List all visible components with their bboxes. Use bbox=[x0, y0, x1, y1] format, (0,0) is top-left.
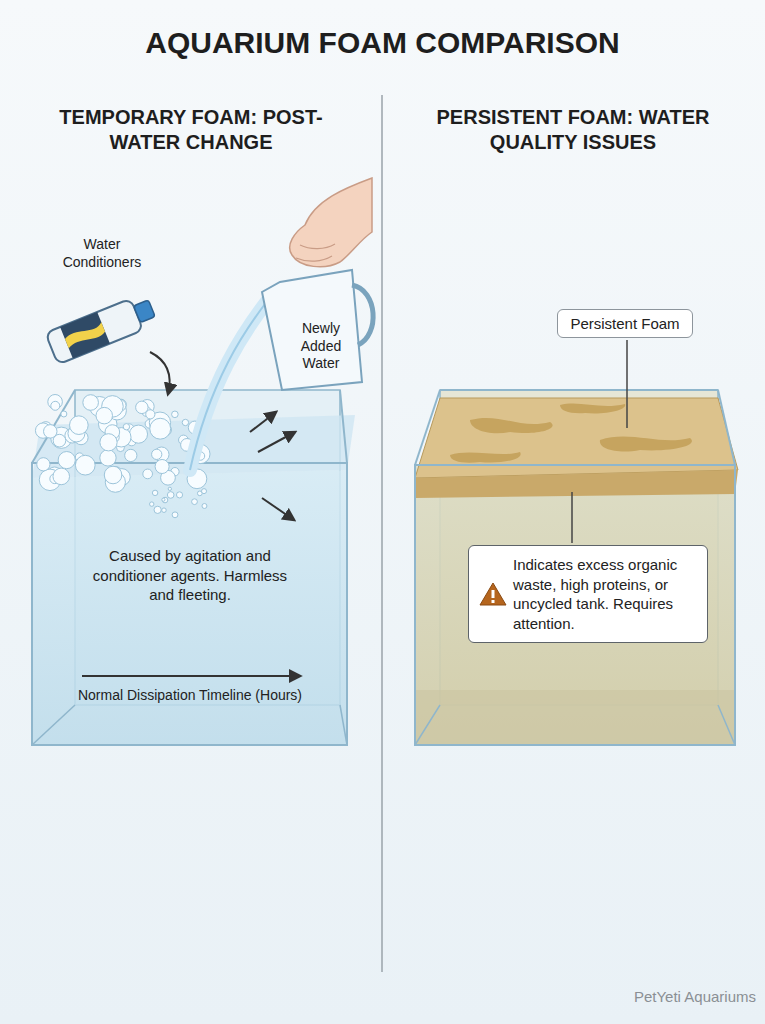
leader-line bbox=[626, 340, 628, 428]
foam-bubble bbox=[162, 498, 165, 501]
foam-bubble bbox=[123, 424, 129, 430]
foam-bubble bbox=[150, 502, 154, 506]
panel-heading: TEMPORARY FOAM: POST-WATER CHANGE bbox=[46, 105, 336, 155]
right-tank-outline bbox=[415, 390, 735, 745]
warning-mark bbox=[492, 600, 495, 603]
flow-arrow bbox=[262, 498, 294, 520]
illustration-part bbox=[32, 705, 75, 745]
foam-bubble bbox=[83, 395, 99, 411]
foam-bubble bbox=[125, 449, 137, 461]
foam-bubble bbox=[192, 499, 198, 505]
warning-text: Indicates excess organic waste, high pro… bbox=[513, 555, 697, 633]
illustration-part bbox=[134, 300, 156, 323]
illustration-part bbox=[415, 465, 735, 745]
warning-triangle bbox=[480, 583, 506, 605]
foam-bubble bbox=[172, 512, 178, 518]
illustration-part bbox=[290, 178, 372, 267]
illustration-part bbox=[600, 437, 692, 452]
foam-bubble bbox=[44, 425, 57, 438]
timeline-label: Normal Dissipation Timeline (Hours) bbox=[62, 686, 318, 704]
title: AQUARIUM FOAM COMPARISON bbox=[0, 26, 765, 60]
illustration-part bbox=[60, 312, 110, 359]
illustration-part bbox=[352, 285, 373, 345]
foam-bubble bbox=[182, 419, 188, 425]
illustration-part bbox=[450, 452, 521, 463]
foam-bubble bbox=[37, 458, 50, 471]
callout-box: Persistent Foam bbox=[557, 309, 692, 338]
illustration-part bbox=[32, 470, 347, 745]
illustration-part bbox=[440, 389, 718, 391]
hand bbox=[290, 178, 372, 267]
timeline-arrow bbox=[82, 675, 300, 677]
conditioner-bottle bbox=[45, 293, 158, 365]
illustration-part bbox=[415, 690, 735, 745]
warning-box: Indicates excess organic waste, high pro… bbox=[468, 545, 708, 643]
foam-bubble bbox=[75, 455, 95, 475]
illustration-part bbox=[470, 418, 553, 433]
illustration-part bbox=[300, 244, 335, 249]
foam-bubble bbox=[61, 411, 67, 417]
illustration-part bbox=[415, 465, 735, 745]
water-stream bbox=[190, 300, 268, 470]
flow-arrow bbox=[250, 412, 276, 432]
warning-mark bbox=[492, 590, 495, 598]
foam-bubble bbox=[146, 410, 155, 419]
illustration-part bbox=[340, 390, 347, 463]
divider-line bbox=[381, 95, 383, 972]
water-stream-edge bbox=[190, 300, 268, 470]
illustration-part bbox=[718, 705, 735, 745]
water-jug bbox=[262, 270, 373, 390]
foam-bubble bbox=[155, 459, 169, 473]
node-body: Caused by agitation and conditioner agen… bbox=[80, 546, 300, 605]
tank-note: Caused by agitation and conditioner agen… bbox=[62, 540, 318, 730]
conditioner-arrow bbox=[150, 352, 170, 394]
foam-bubble bbox=[162, 508, 167, 513]
foam-bubble bbox=[104, 466, 122, 484]
foam-bubble bbox=[70, 416, 89, 435]
watermark: PetYeti Aquariums bbox=[560, 988, 756, 1007]
illustration-part bbox=[415, 470, 738, 498]
item-label: Water Conditioners bbox=[52, 236, 152, 271]
illustration-part bbox=[415, 705, 440, 745]
foam-bubble bbox=[58, 452, 75, 469]
foam-bubble bbox=[162, 497, 168, 503]
foam-bubble bbox=[176, 492, 182, 498]
foam-bubble bbox=[129, 425, 147, 443]
illustration-part bbox=[262, 270, 362, 390]
illustration-part bbox=[45, 299, 143, 365]
foam-bubble bbox=[100, 434, 117, 451]
foam-bubble bbox=[167, 492, 174, 499]
foam-bubble bbox=[172, 411, 179, 418]
foam-bubble bbox=[96, 407, 113, 424]
foam-bubble bbox=[150, 418, 171, 439]
foam-bubbles bbox=[35, 394, 210, 517]
panel-heading: PERSISTENT FOAM: WATER QUALITY ISSUES bbox=[428, 105, 718, 155]
warning-icon bbox=[479, 581, 507, 607]
foam-bubble bbox=[152, 449, 162, 459]
foam-bubble bbox=[143, 469, 153, 479]
callout-text: Persistent Foam bbox=[570, 315, 679, 332]
leader-line bbox=[571, 492, 573, 543]
foam-bubble bbox=[168, 487, 171, 490]
illustration-part bbox=[415, 390, 440, 465]
illustration-part bbox=[64, 322, 106, 349]
item-label: Newly Added Water bbox=[282, 320, 360, 373]
illustration-part bbox=[340, 705, 347, 745]
illustration-part bbox=[560, 404, 625, 414]
foam-bubble bbox=[202, 489, 207, 494]
illustration-part bbox=[296, 256, 332, 261]
foam-bubble bbox=[154, 506, 161, 513]
flow-arrow bbox=[258, 432, 295, 452]
foam-bubble bbox=[100, 450, 116, 466]
foam-bubble bbox=[152, 490, 157, 495]
persistent-foam-layer bbox=[415, 398, 738, 498]
illustration-part bbox=[718, 390, 735, 465]
foam-bubble bbox=[53, 468, 70, 485]
illustration-part bbox=[32, 463, 347, 745]
foam-bubble bbox=[51, 401, 60, 410]
foam-bubble bbox=[202, 503, 207, 508]
